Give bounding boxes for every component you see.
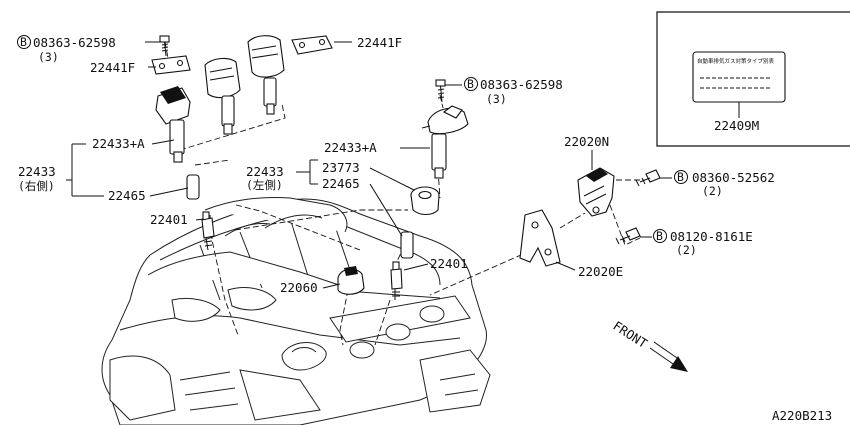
label-plug-left: 22401 xyxy=(430,256,468,271)
label-coil-right-side: 22433+A xyxy=(92,136,145,151)
diagram-code: A220B213 xyxy=(772,408,832,423)
label-cam-sensor-bolt-qty: (2) xyxy=(702,184,723,198)
ignition-coil-right-1 xyxy=(155,86,191,163)
knock-sensor xyxy=(337,266,365,295)
spark-plug-left xyxy=(390,261,403,300)
spark-plug-right xyxy=(201,211,215,251)
sensor-bracket xyxy=(519,209,561,267)
cam-sensor-bolt xyxy=(635,169,661,187)
plug-boot-left xyxy=(400,231,414,259)
bolt-top-left xyxy=(159,35,170,57)
label-sensor-bracket: 22020E xyxy=(578,264,623,279)
bracket-bolt xyxy=(615,227,641,245)
label-bolt-top-right: 08363-62598 xyxy=(480,77,563,92)
label-coil-left-note: (左側) xyxy=(246,178,283,192)
bolt-top-right xyxy=(435,79,446,103)
bolt-symbol-3: B xyxy=(677,170,684,184)
label-cam-sensor: 22020N xyxy=(564,134,609,149)
label-cam-sensor-bolt: 08360-52562 xyxy=(692,170,775,185)
bolt-symbol-2: B xyxy=(467,77,474,91)
label-knock-sensor: 22060 xyxy=(280,280,318,295)
label-bracket-bolt-qty: (2) xyxy=(676,243,697,257)
bolt-symbol-4: B xyxy=(656,229,663,243)
front-arrow xyxy=(649,341,688,372)
plug-boot-right xyxy=(186,174,200,200)
label-coil-left-side: 22433+A xyxy=(324,140,377,155)
bolt-symbol-1: B xyxy=(20,35,27,49)
label-bolt-top-left-qty: (3) xyxy=(38,50,59,64)
label-bracket-left: 22441F xyxy=(90,60,135,75)
label-boot-right: 22465 xyxy=(108,188,146,203)
ignition-coil-right-3 xyxy=(247,35,285,115)
label-plug-right: 22401 xyxy=(150,212,188,227)
label-front: FRONT xyxy=(610,318,650,351)
emission-label-title: 自動車排気ガス対策タイプ別表 xyxy=(697,57,775,65)
label-bracket-upper: 22441F xyxy=(357,35,402,50)
label-coil-right-group: 22433 xyxy=(18,164,56,179)
coil-bracket-left xyxy=(151,55,191,75)
label-bolt-top-left: 08363-62598 xyxy=(33,35,116,50)
label-coil-left-group: 22433 xyxy=(246,164,284,179)
emission-label-inset: 自動車排気ガス対策タイプ別表 xyxy=(656,11,850,147)
coil-bracket-upper xyxy=(291,35,333,55)
label-leader-lines xyxy=(66,41,672,289)
label-bolt-top-right-qty: (3) xyxy=(486,92,507,106)
engine-block-drawing xyxy=(101,197,491,425)
label-boot-left: 22465 xyxy=(322,176,360,191)
label-inset-part: 22409M xyxy=(714,118,759,133)
label-grommet: 23773 xyxy=(322,160,360,175)
label-bracket-bolt: 08120-8161E xyxy=(670,229,753,244)
ignition-coil-right-2 xyxy=(204,57,241,135)
ignition-coil-left xyxy=(421,105,469,179)
cam-position-sensor xyxy=(577,167,615,217)
grommet xyxy=(410,186,440,216)
label-coil-right-note: (右側) xyxy=(18,179,55,193)
